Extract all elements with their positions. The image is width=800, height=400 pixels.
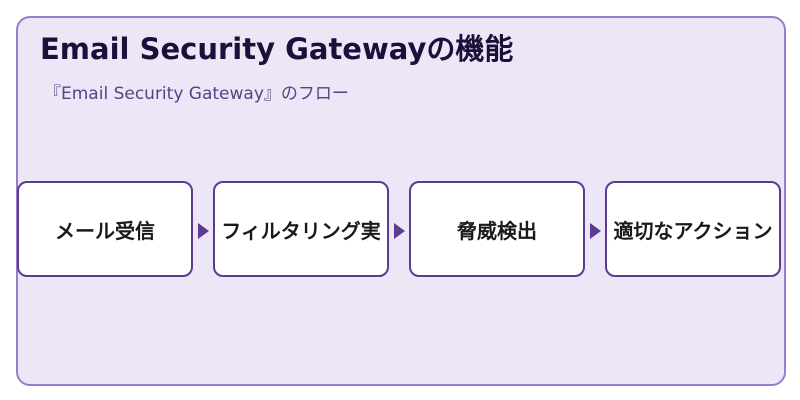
flow-arrow — [198, 223, 209, 239]
step-label: 適切なアクション — [613, 218, 773, 243]
step-node-filtering: フィルタリング実 — [213, 181, 389, 277]
step-node-threat-detection: 脅威検出 — [409, 181, 585, 277]
diagram-title: Email Security Gatewayの機能 — [40, 32, 514, 66]
step-label: 脅威検出 — [457, 218, 537, 243]
step-label: メール受信 — [55, 218, 155, 243]
step-node-appropriate-action: 適切なアクション — [605, 181, 781, 277]
step-label: フィルタリング実 — [221, 218, 381, 243]
flow-arrow — [590, 223, 601, 239]
diagram-subtitle: 『Email Security Gateway』のフロー — [44, 84, 349, 104]
step-node-email-receive: メール受信 — [17, 181, 193, 277]
flow-arrow — [394, 223, 405, 239]
